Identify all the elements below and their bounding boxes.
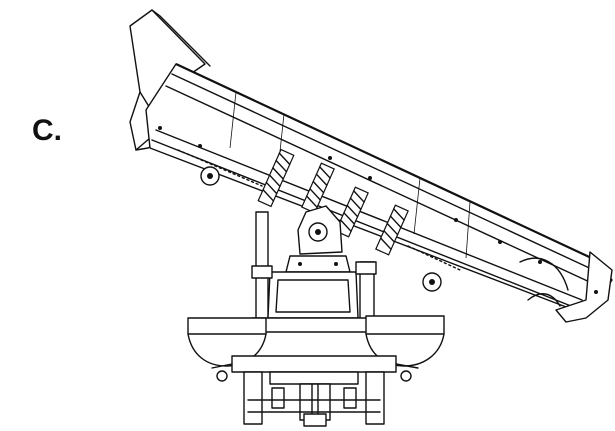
hitch-frame (211, 355, 419, 427)
trip-springs (257, 148, 409, 256)
lift-frame (251, 211, 381, 333)
pivot-mount (285, 205, 351, 273)
edge-springs (177, 149, 461, 292)
headlights (187, 315, 445, 367)
step-label: C. (32, 114, 62, 147)
plow-moldboard (129, 9, 613, 323)
